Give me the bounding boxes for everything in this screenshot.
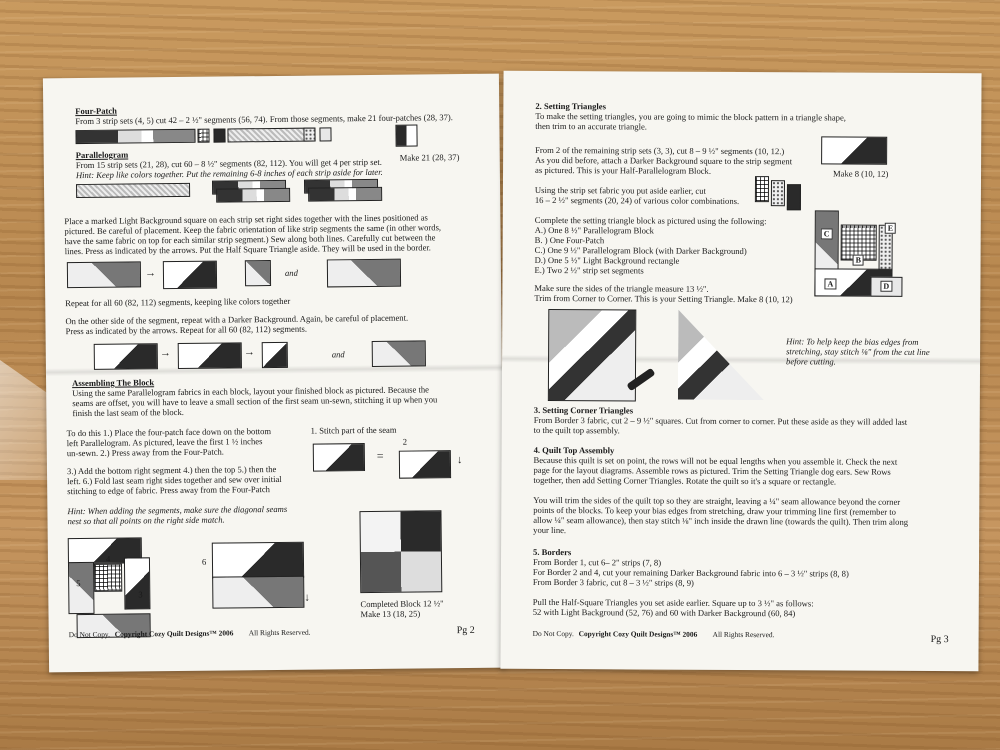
footer-copyright: Copyright Cozy Quilt Designs™ 2006 [114, 628, 234, 639]
completed-block [359, 510, 443, 594]
arrow-down-icon: ↓ [304, 591, 310, 604]
fold-diagram [212, 575, 305, 609]
label-e: E [884, 222, 897, 234]
four-patch-center [93, 563, 123, 592]
s5-para2-line-2: 52 with Light Background (52, 76) and 60… [532, 606, 796, 619]
hst-diagram [93, 343, 158, 370]
s3-line-2: to the quilt top assembly. [533, 424, 620, 436]
assembling-line-3: finish the last seam of the block. [72, 406, 184, 419]
pattern-page-2: Four-Patch From 3 strip sets (4, 5) cut … [42, 73, 506, 673]
hst-diagram [162, 260, 218, 290]
and-label: and [331, 349, 345, 360]
step3-line-3: stitching to edge of fabric. Press away … [67, 484, 270, 497]
fold-diagram [211, 541, 305, 579]
footer-prefix: Do Not Copy. [68, 629, 110, 640]
make-21-label: Make 21 (28, 37) [399, 152, 460, 163]
footer-suffix: All Rights Reserved. [248, 627, 311, 638]
segment-left [67, 561, 95, 615]
footer-copyright: Copyright Cozy Quilt Designs™ 2006 [578, 629, 698, 639]
page-number: Pg 2 [456, 624, 475, 637]
and-label: and [284, 267, 298, 278]
s5-line-3: From Border 3 fabric, cut 8 – 3 ½" strip… [532, 576, 694, 588]
footer-suffix: All Rights Reserved. [712, 629, 775, 640]
strip-set-diagram [76, 182, 191, 199]
segment-diagram [213, 128, 226, 143]
hst-diagram [371, 340, 426, 367]
list-item-e: E.) Two 2 ½" strip set segments [534, 264, 644, 276]
step-line-3: un-sewn. 2.) Press away from the Four-Pa… [66, 446, 224, 459]
strip-set-diagram [227, 127, 316, 143]
label-b: B [852, 254, 864, 266]
hst-diagram [244, 260, 272, 287]
make-8-label: Make 8 (10, 12) [833, 168, 889, 179]
strip-set-diagram [75, 128, 196, 145]
other-side-line-2: Press as indicated by the arrows. Repeat… [65, 323, 308, 337]
segment-diagram [754, 176, 770, 203]
arrow-icon: → [159, 347, 171, 360]
measure-line-2: Trim from Corner to Corner. This is your… [534, 292, 793, 305]
footer-prefix: Do Not Copy. [532, 628, 574, 639]
hint-line-2: nest so that all points on the right sid… [67, 514, 225, 527]
step-3-label: 3 [138, 589, 143, 600]
step-number: 2 [402, 436, 408, 447]
s4-para2-line-3: allow ¼" seam allowance), then stay stit… [533, 514, 909, 527]
step-5-label: 5 [76, 578, 81, 589]
arrow-icon: → [144, 267, 157, 280]
label-c: C [820, 228, 833, 240]
repeat-text: Repeat for all 60 (82, 112) segments, ke… [65, 295, 291, 309]
segment-diagram [319, 127, 332, 142]
hst-diagram [177, 342, 242, 370]
hint-line-3: before cutting. [786, 356, 836, 367]
hst-diagram [261, 341, 288, 369]
arrow-icon: → [243, 346, 255, 359]
segment-stack [308, 186, 383, 202]
step-4-label: 4 [105, 553, 111, 564]
segment-right [123, 557, 151, 610]
half-parallelogram-diagram [821, 136, 888, 165]
page-number: Pg 3 [930, 633, 949, 646]
segment-stack [216, 187, 291, 203]
hst-diagram [326, 258, 402, 288]
step-6-label: 6 [201, 556, 207, 567]
stitch-diagram [312, 443, 366, 472]
four-patch-diagram [395, 124, 418, 147]
s2-para2-line-3: as pictured. This is your Half-Parallelo… [535, 164, 712, 176]
borders-heading: 5. Borders [533, 546, 572, 558]
segment-diagram [303, 127, 316, 142]
s2-line-2: then trim to an accurate triangle. [535, 120, 647, 132]
stitch-diagram [398, 450, 452, 479]
label-d: D [880, 280, 893, 292]
s4-para2-line-4: your line. [533, 524, 567, 536]
segment-diagram [770, 180, 785, 207]
hst-diagram [66, 261, 142, 289]
segment-diagram [786, 184, 801, 211]
arrow-down-icon: ↓ [456, 454, 463, 467]
pattern-page-3: 2. Setting Triangles To make the setting… [500, 70, 982, 672]
s4-line-3: together, then add Setting Corner Triang… [533, 474, 837, 487]
label-a: A [824, 278, 837, 290]
make-13-label: Make 13 (18, 25) [360, 608, 421, 620]
setting-triangle-untrimmed [547, 308, 637, 402]
equals-sign: = [376, 448, 384, 463]
segment-diagram [197, 128, 210, 143]
setting-triangle-trimmed [678, 310, 764, 400]
stitch-label: 1. Stitch part of the seam [310, 424, 397, 436]
s2-para3-line-2: 16 – 2 ½" segments (20, 24) of various c… [534, 194, 740, 206]
